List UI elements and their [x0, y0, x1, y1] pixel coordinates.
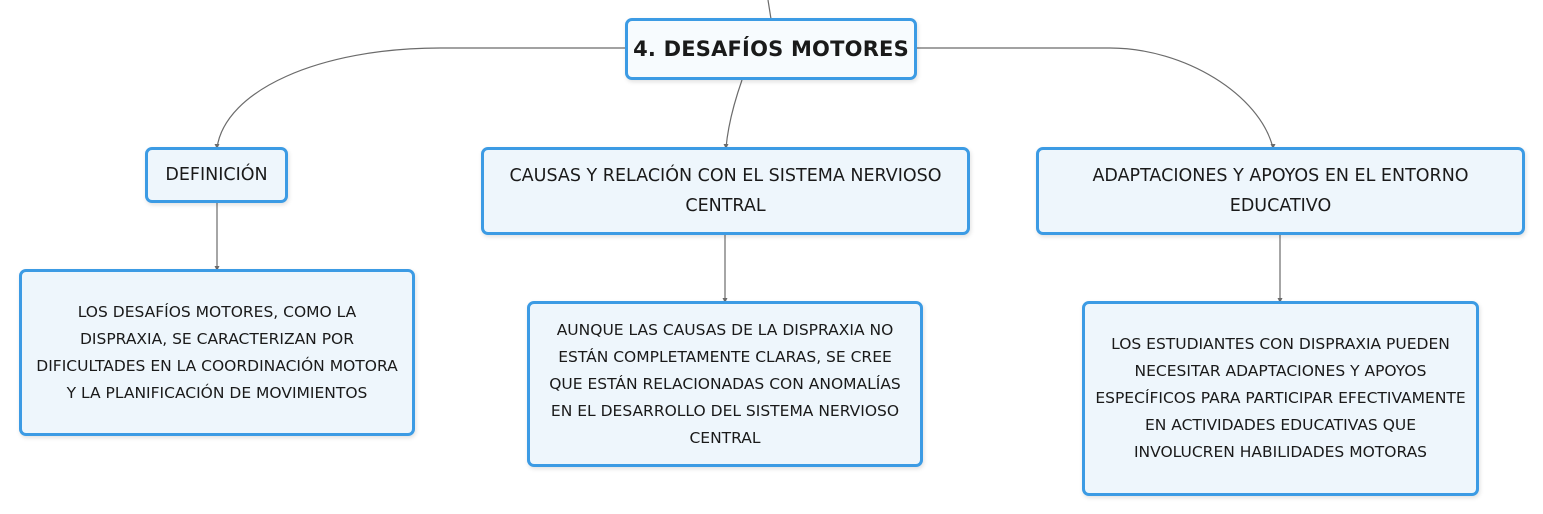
branch-label: CAUSAS Y RELACIÓN CON EL SISTEMA NERVIOS…: [509, 166, 942, 216]
detail-node-definicion[interactable]: LOS DESAFÍOS MOTORES, COMO LA DISPRAXIA,…: [19, 269, 415, 436]
detail-node-causas[interactable]: AUNQUE LAS CAUSAS DE LA DISPRAXIA NO EST…: [527, 301, 923, 467]
root-label: 4. DESAFÍOS MOTORES: [633, 37, 909, 61]
branch-node-causas[interactable]: CAUSAS Y RELACIÓN CON EL SISTEMA NERVIOS…: [481, 147, 970, 235]
branch-label: DEFINICIÓN: [165, 165, 268, 185]
connector-root-adaptaciones: [916, 47, 1274, 149]
detail-text: AUNQUE LAS CAUSAS DE LA DISPRAXIA NO EST…: [549, 320, 901, 447]
connector-root-definicion: [216, 47, 628, 149]
detail-node-adaptaciones[interactable]: LOS ESTUDIANTES CON DISPRAXIA PUEDEN NEC…: [1082, 301, 1479, 496]
arrowhead: [723, 144, 729, 149]
connector-parent: [767, 0, 772, 20]
branch-label: ADAPTACIONES Y APOYOS EN EL ENTORNO EDUC…: [1092, 166, 1469, 216]
branch-node-adaptaciones[interactable]: ADAPTACIONES Y APOYOS EN EL ENTORNO EDUC…: [1036, 147, 1525, 235]
arrowhead: [1277, 298, 1283, 303]
arrowhead: [214, 144, 220, 149]
branch-node-definicion[interactable]: DEFINICIÓN: [145, 147, 288, 203]
arrowhead: [1270, 144, 1276, 149]
root-node[interactable]: 4. DESAFÍOS MOTORES: [625, 18, 917, 80]
arrowhead: [214, 266, 220, 271]
detail-text: LOS ESTUDIANTES CON DISPRAXIA PUEDEN NEC…: [1095, 335, 1466, 461]
arrowhead: [722, 298, 728, 303]
detail-text: LOS DESAFÍOS MOTORES, COMO LA DISPRAXIA,…: [36, 302, 398, 402]
connector-root-causas: [725, 79, 743, 149]
